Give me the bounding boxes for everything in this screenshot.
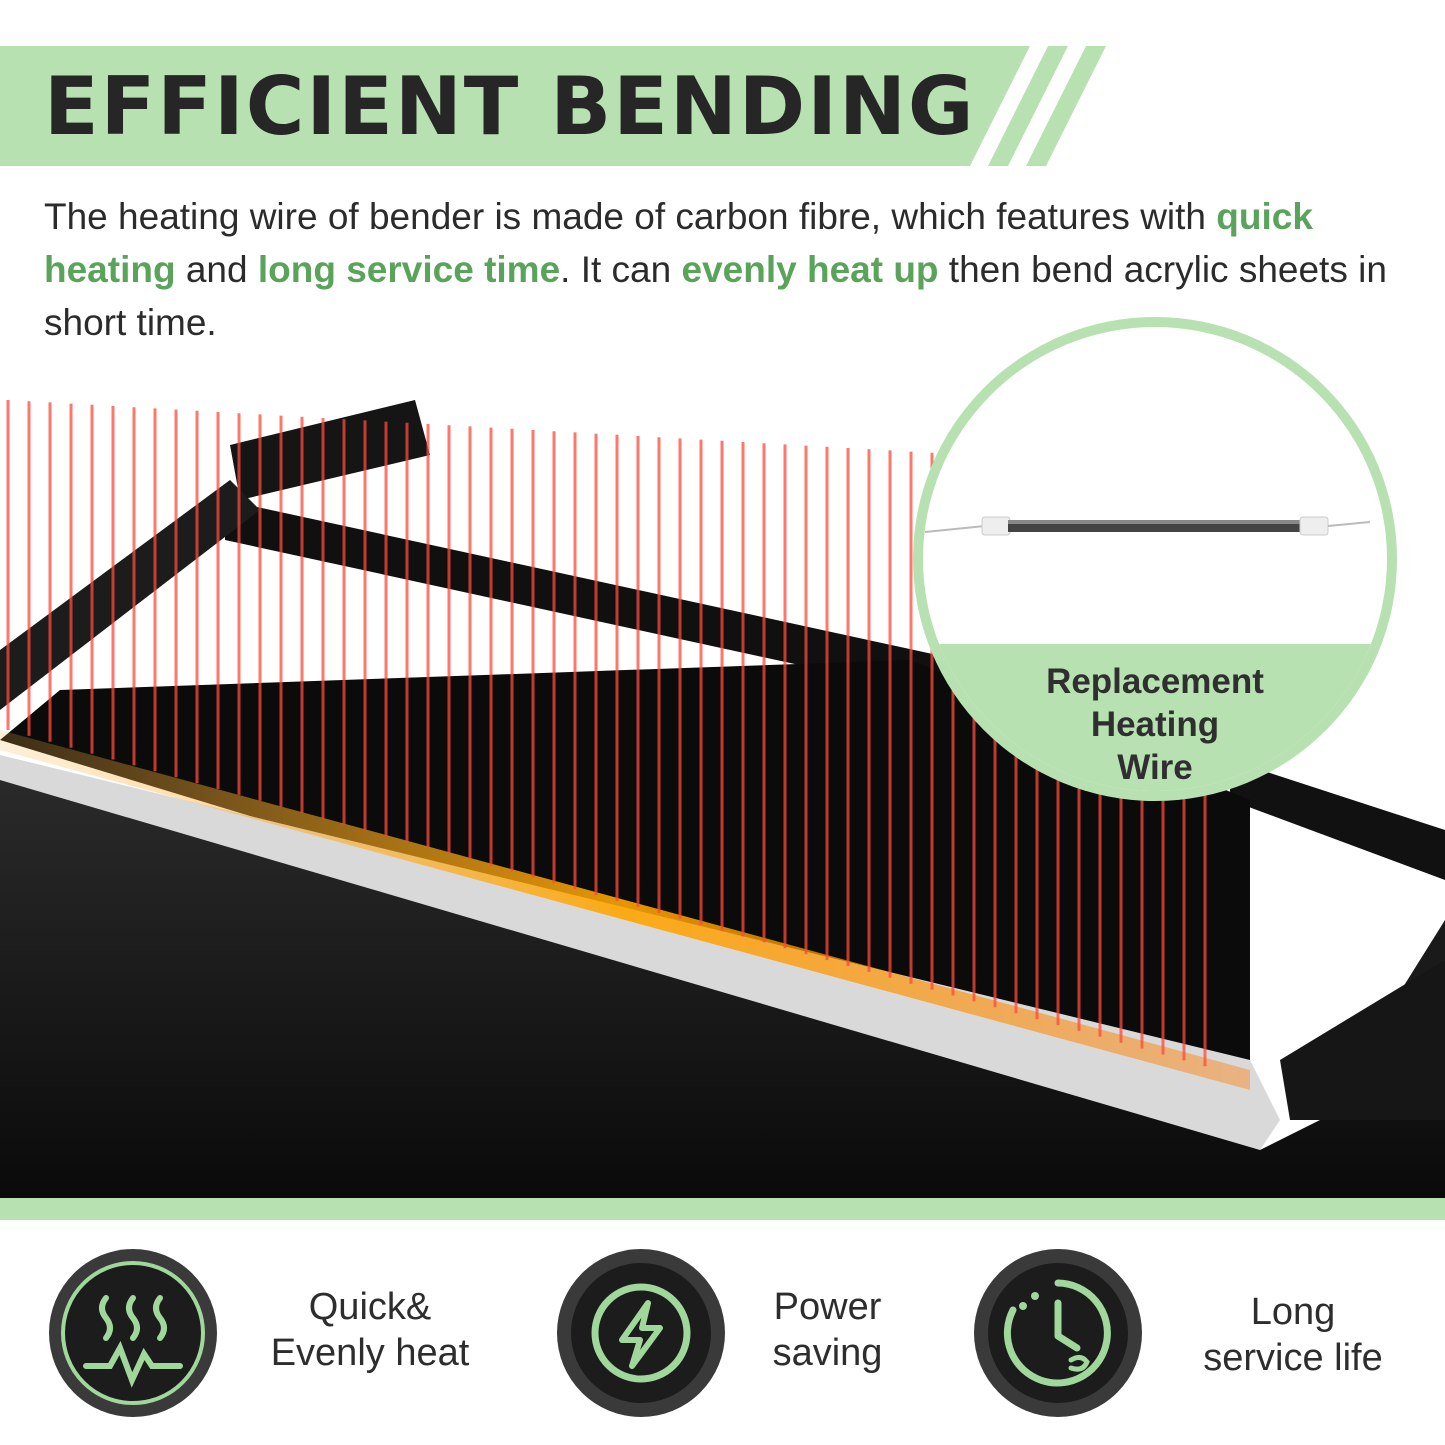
- feature-quick-heat: Quick& Evenly heat: [240, 1284, 500, 1376]
- inset-label: Replacement Heating Wire: [1020, 660, 1290, 789]
- page-title: EFFICIENT BENDING: [44, 60, 976, 153]
- inset-label-line: Replacement: [1046, 662, 1264, 701]
- description-part: then bend acrylic sheets in short time.: [44, 249, 1387, 343]
- feature-line: Power: [773, 1286, 882, 1328]
- feature-long-service-life: Long service life: [1178, 1289, 1408, 1381]
- section-divider: [0, 1198, 1445, 1220]
- description-part: The heating wire of bender is made of ca…: [44, 196, 1217, 237]
- header-banner: [0, 46, 1110, 166]
- inset-label-line: Wire: [1117, 748, 1193, 787]
- feature-power-saving: Power saving: [740, 1284, 915, 1376]
- description-part: and: [175, 249, 258, 290]
- inset-label-line: Heating: [1090, 705, 1220, 744]
- description-text: The heating wire of bender is made of ca…: [44, 190, 1414, 349]
- bender-product-photo: [0, 360, 1445, 1200]
- feature-line: Quick&: [308, 1286, 432, 1328]
- clock-icon: [973, 1248, 1143, 1418]
- lightning-bolt-icon: [556, 1248, 726, 1418]
- highlight-long-service-time: long service time: [257, 249, 561, 290]
- feature-line: saving: [772, 1332, 883, 1374]
- feature-line: Long: [1250, 1291, 1336, 1333]
- heating-wire-inset: [910, 314, 1400, 804]
- feature-line: service life: [1203, 1337, 1383, 1379]
- heat-wave-icon: [48, 1248, 218, 1418]
- highlight-evenly-heat-up: evenly heat up: [681, 249, 939, 290]
- highlight-quick-heating: quick heating: [44, 196, 1313, 290]
- feature-line: Evenly heat: [270, 1332, 470, 1374]
- description-part: . It can: [560, 249, 682, 290]
